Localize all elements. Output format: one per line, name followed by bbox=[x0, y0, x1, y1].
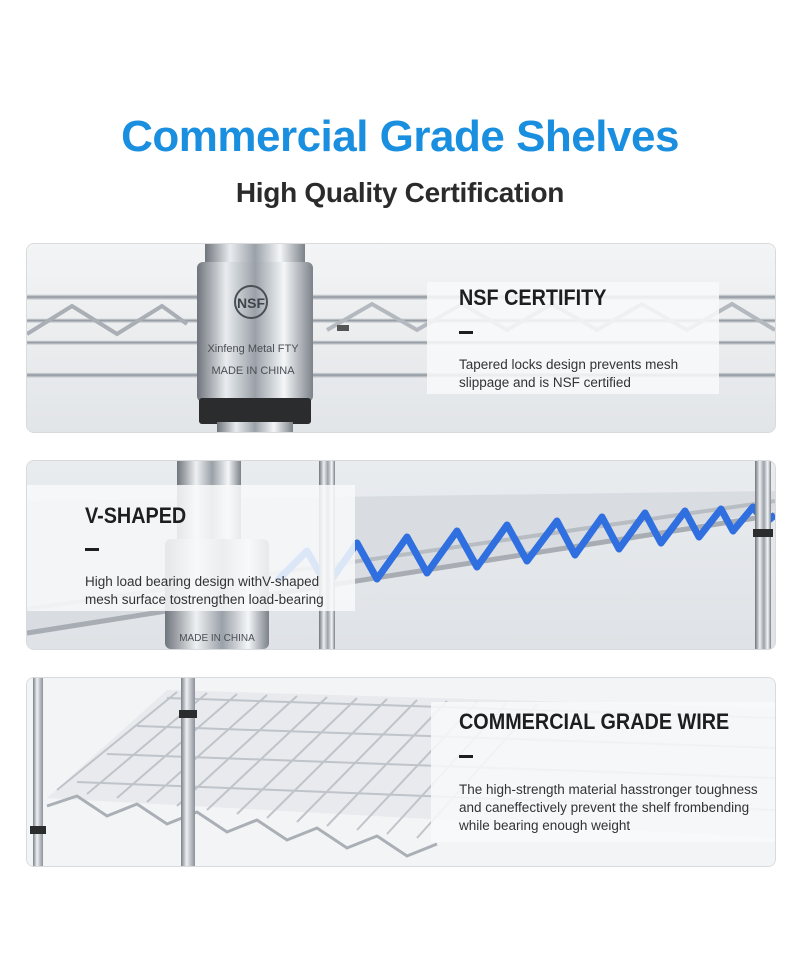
nsf-logo-text: NSF bbox=[237, 295, 265, 311]
v-shaped-info-card bbox=[27, 485, 355, 611]
v-shaped-dash bbox=[85, 548, 99, 551]
page-title: Commercial Grade Shelves bbox=[121, 112, 679, 161]
nsf-description: Tapered locks design prevents mesh slipp… bbox=[459, 357, 679, 390]
v-shaped-panel: MADE IN CHINA V-SHAPED High load bearing… bbox=[26, 460, 776, 650]
collar-engraving-v: MADE IN CHINA bbox=[179, 633, 255, 644]
v-shaped-wire-highlight bbox=[274, 503, 775, 590]
commercial-wire-heading: COMMERCIAL GRADE WIRE bbox=[459, 709, 730, 734]
commercial-wire-description: The high-strength material hasstronger t… bbox=[459, 782, 758, 833]
commercial-wire-dash bbox=[459, 755, 473, 758]
commercial-wire-info-card bbox=[431, 702, 775, 842]
nsf-dash bbox=[459, 331, 473, 334]
v-shaped-heading: V-SHAPED bbox=[85, 503, 187, 528]
nsf-logo-icon bbox=[234, 285, 268, 319]
commercial-wire-panel: COMMERCIAL GRADE WIRE The high-strength … bbox=[26, 677, 776, 867]
page-subtitle: High Quality Certification bbox=[235, 177, 565, 208]
nsf-heading: NSF CERTIFITY bbox=[459, 285, 607, 310]
v-shaped-description: High load bearing design withV-shaped me… bbox=[85, 574, 324, 607]
nsf-info-card bbox=[427, 282, 719, 394]
collar-engraving-line1: Xinfeng Metal FTY bbox=[207, 343, 299, 355]
nsf-panel: NSF Xinfeng Metal FTY MADE IN CHINA NSF … bbox=[26, 243, 776, 433]
collar-engraving-line2: MADE IN CHINA bbox=[211, 365, 295, 377]
